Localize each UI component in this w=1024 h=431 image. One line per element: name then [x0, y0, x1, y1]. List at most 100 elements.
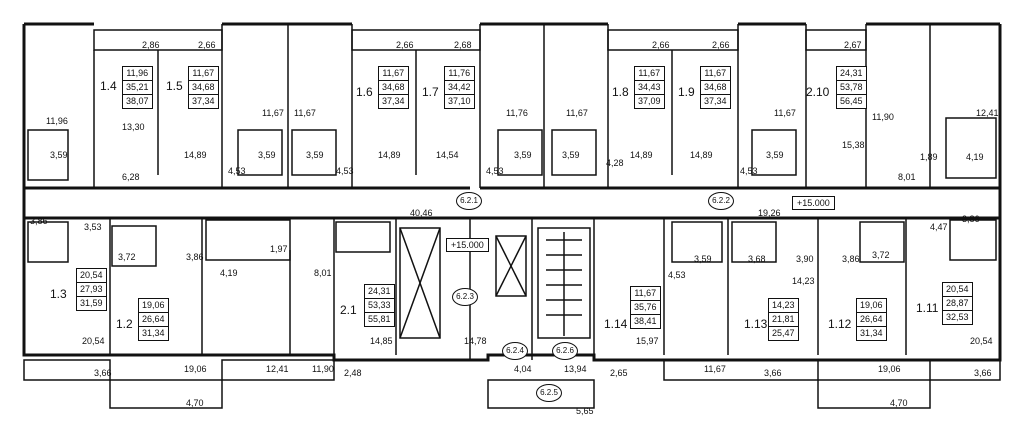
dimension-label: 11,76	[506, 108, 528, 118]
total-area-with-balcony: 55,81	[368, 314, 391, 324]
dimension-label: 4,70	[890, 398, 908, 408]
dimension-label: 3,72	[118, 252, 136, 262]
dimension-label: 3,86	[842, 254, 860, 264]
apartment-id: 2.1	[340, 303, 357, 317]
total-area-with-balcony: 37,10	[448, 96, 471, 106]
apartment-area-table: 14,23 21,81 25,47	[768, 298, 799, 341]
total-area: 34,68	[379, 81, 408, 95]
apartment-area-table: 11,67 34,68 37,34	[188, 66, 219, 109]
dimension-label: 11,67	[294, 108, 316, 118]
dimension-label: 12,41	[976, 108, 999, 118]
apartment-id: 1.7	[422, 85, 439, 99]
apartment-area-table: 11,67 34,68 37,34	[700, 66, 731, 109]
dimension-label: 4,04	[514, 364, 532, 374]
dimension-label: 14,85	[370, 336, 393, 346]
dimension-label: 2,66	[396, 40, 414, 50]
dimension-label: 4,53	[228, 166, 246, 176]
apartment-area-table: 11,67 34,68 37,34	[378, 66, 409, 109]
dimension-label: 11,90	[872, 112, 894, 122]
dimension-label: 11,96	[46, 116, 68, 126]
level-mark: +15.000	[446, 238, 489, 252]
stair-node-label: 6.2.1	[456, 192, 482, 210]
apartment-area-table: 24,31 53,78 56,45	[836, 66, 867, 109]
stair-node-label: 6.2.2	[708, 192, 734, 210]
dimension-label: 3,59	[766, 150, 784, 160]
dimension-label: 3,86	[962, 214, 980, 224]
total-area: 34,42	[445, 81, 474, 95]
apartment-id: 1.11	[916, 301, 939, 315]
total-area: 34,68	[701, 81, 730, 95]
dimension-label: 2,66	[712, 40, 730, 50]
total-area-with-balcony: 38,41	[634, 316, 657, 326]
living-area: 11,67	[189, 67, 218, 81]
dimension-label: 12,41	[266, 364, 289, 374]
total-area-with-balcony: 37,34	[382, 96, 405, 106]
apartment-area-table: 11,67 34,43 37,09	[634, 66, 665, 109]
total-area-with-balcony: 37,34	[192, 96, 215, 106]
total-area-with-balcony: 32,53	[946, 312, 969, 322]
living-area: 11,67	[701, 67, 730, 81]
dimension-label: 3,66	[974, 368, 992, 378]
apartment-id: 1.13	[744, 317, 768, 331]
dimension-label: 1,97	[270, 244, 288, 254]
dimension-label: 3,53	[84, 222, 102, 232]
dimension-label: 3,59	[562, 150, 580, 160]
dimension-label: 4,19	[966, 152, 984, 162]
total-area-with-balcony: 37,09	[638, 96, 661, 106]
dimension-label: 14,54	[436, 150, 459, 160]
apartment-area-table: 11,96 35,21 38,07	[122, 66, 153, 109]
dimension-label: 14,89	[184, 150, 207, 160]
total-area: 21,81	[769, 313, 798, 327]
total-area: 34,68	[189, 81, 218, 95]
dimension-label: 4,53	[740, 166, 758, 176]
apartment-area-table: 11,76 34,42 37,10	[444, 66, 475, 109]
dimension-label: 2,67	[844, 40, 862, 50]
dimension-label: 11,90	[312, 364, 334, 374]
dimension-label: 4,53	[486, 166, 504, 176]
living-area: 19,06	[857, 299, 886, 313]
apartment-id: 1.9	[678, 85, 695, 99]
dimension-label: 3,86	[186, 252, 204, 262]
dimension-label: 8,01	[898, 172, 916, 182]
living-area: 11,67	[379, 67, 408, 81]
dimension-label: 3,90	[796, 254, 814, 264]
stair-node-label: 6.2.3	[452, 288, 478, 306]
apartment-area-table: 19,06 26,64 31,34	[856, 298, 887, 341]
total-area-with-balcony: 31,34	[860, 328, 883, 338]
dimension-label: 3,59	[306, 150, 324, 160]
stair-node-label: 6.2.5	[536, 384, 562, 402]
living-area: 11,76	[445, 67, 474, 81]
dimension-label: 19,06	[184, 364, 207, 374]
apartment-id: 1.2	[116, 317, 133, 331]
dimension-label: 11,67	[774, 108, 796, 118]
dimension-label: 3,59	[50, 150, 68, 160]
total-area: 53,33	[365, 299, 394, 313]
apartment-area-table: 20,54 28,87 32,53	[942, 282, 973, 325]
dimension-label: 14,89	[378, 150, 401, 160]
total-area: 26,64	[857, 313, 886, 327]
living-area: 20,54	[943, 283, 972, 297]
apartment-id: 1.8	[612, 85, 629, 99]
apartment-id: 1.12	[828, 317, 852, 331]
apartment-area-table: 24,31 53,33 55,81	[364, 284, 395, 327]
total-area-with-balcony: 37,34	[704, 96, 727, 106]
total-area: 35,21	[123, 81, 152, 95]
living-area: 19,06	[139, 299, 168, 313]
living-area: 11,96	[123, 67, 152, 81]
dimension-label: 3,59	[258, 150, 276, 160]
dimension-label: 2,65	[610, 368, 628, 378]
stair-node-label: 6.2.4	[502, 342, 528, 360]
living-area: 24,31	[365, 285, 394, 299]
apartment-area-table: 11,67 35,76 38,41	[630, 286, 661, 329]
total-area-with-balcony: 31,34	[142, 328, 165, 338]
total-area-with-balcony: 56,45	[840, 96, 863, 106]
dimension-label: 3,72	[872, 250, 890, 260]
living-area: 24,31	[837, 67, 866, 81]
dimension-label: 15,97	[636, 336, 659, 346]
dimension-label: 3,68	[748, 254, 766, 264]
dimension-label: 2,66	[652, 40, 670, 50]
total-area: 28,87	[943, 297, 972, 311]
dimension-label: 4,28	[606, 158, 624, 168]
